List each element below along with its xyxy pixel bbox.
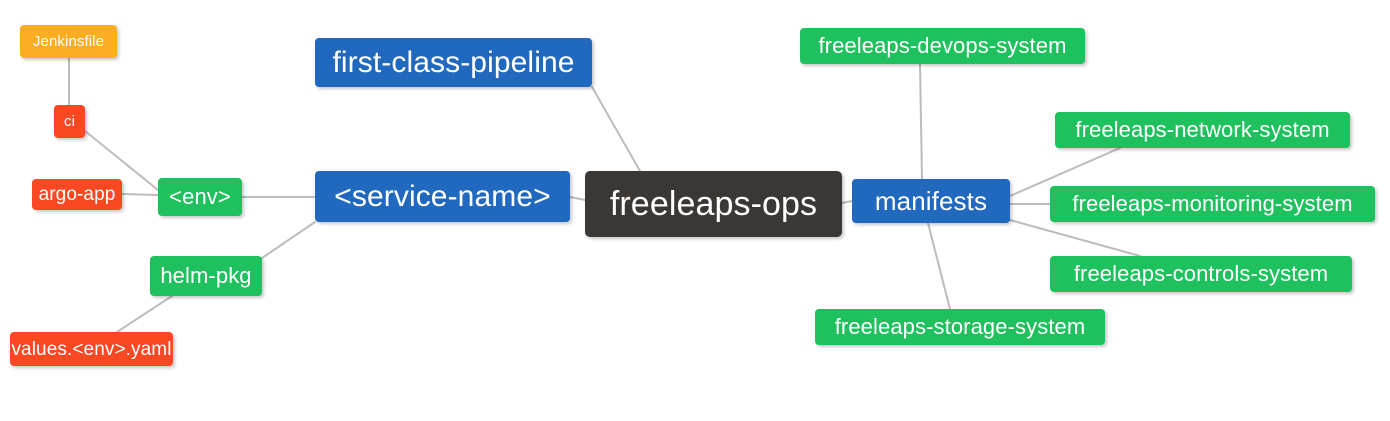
edge-manifests-to-freeleaps-storage-system	[927, 222, 951, 310]
mindmap-node-ci[interactable]: ci	[54, 105, 85, 138]
mindmap-node-helm-pkg[interactable]: helm-pkg	[150, 256, 262, 296]
edge-service-name-to-helm-pkg	[261, 221, 316, 259]
mindmap-node-values-env-yaml[interactable]: values.<env>.yaml	[10, 332, 173, 366]
mindmap-node-argo-app[interactable]: argo-app	[32, 179, 122, 210]
mindmap-node-freeleaps-monitoring-system[interactable]: freeleaps-monitoring-system	[1050, 186, 1375, 222]
mindmap-node-first-class-pipeline[interactable]: first-class-pipeline	[315, 38, 592, 87]
edge-freeleaps-ops-to-first-class-pipeline	[591, 86, 641, 172]
edge-manifests-to-freeleaps-devops-system	[919, 63, 923, 180]
edge-env-to-argo-app	[121, 193, 159, 196]
mindmap-node-freeleaps-ops[interactable]: freeleaps-ops	[585, 171, 842, 237]
mindmap-node-freeleaps-storage-system[interactable]: freeleaps-storage-system	[815, 309, 1105, 345]
mindmap-node-jenkinsfile[interactable]: Jenkinsfile	[20, 25, 117, 58]
mindmap-node-freeleaps-network-system[interactable]: freeleaps-network-system	[1055, 112, 1350, 148]
mindmap-node-freeleaps-controls-system[interactable]: freeleaps-controls-system	[1050, 256, 1352, 292]
edge-freeleaps-ops-to-manifests	[841, 200, 853, 204]
mindmap-node-service-name[interactable]: <service-name>	[315, 171, 570, 222]
edge-freeleaps-ops-to-service-name	[569, 196, 586, 201]
edge-helm-pkg-to-values-env-yaml	[116, 295, 173, 333]
mindmap-node-freeleaps-devops-system[interactable]: freeleaps-devops-system	[800, 28, 1085, 64]
mindmap-node-manifests[interactable]: manifests	[852, 179, 1010, 223]
mindmap-node-env[interactable]: <env>	[158, 178, 242, 216]
edge-manifests-to-freeleaps-controls-system	[1009, 219, 1141, 257]
